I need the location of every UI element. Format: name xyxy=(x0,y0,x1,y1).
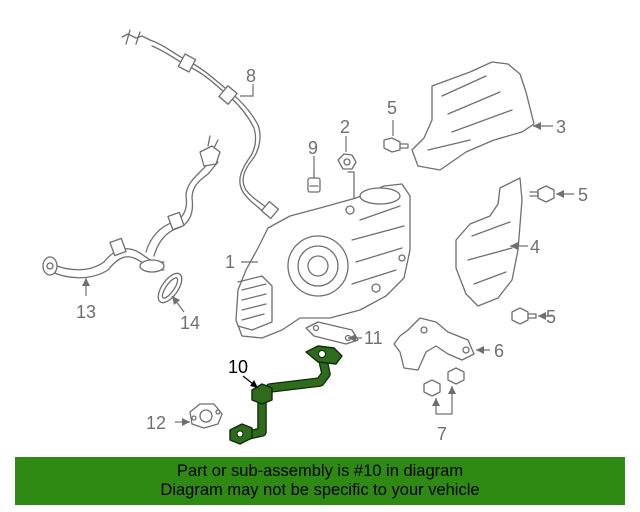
part-1-turbocharger[interactable] xyxy=(235,171,411,339)
callout-5-right-upper: 5 xyxy=(556,185,588,205)
svg-text:10: 10 xyxy=(228,357,248,377)
callout-14: 14 xyxy=(171,295,200,333)
svg-text:12: 12 xyxy=(146,413,166,433)
part-11-gasket[interactable] xyxy=(305,321,359,345)
svg-text:11: 11 xyxy=(364,328,383,348)
callout-13: 13 xyxy=(76,278,96,322)
callout-11: 11 xyxy=(348,328,383,348)
svg-text:3: 3 xyxy=(556,117,566,137)
callout-6: 6 xyxy=(476,341,504,361)
svg-text:5: 5 xyxy=(387,98,397,118)
svg-text:13: 13 xyxy=(76,302,96,322)
part-5-bolt-right-lower[interactable] xyxy=(511,307,537,325)
callout-3: 3 xyxy=(533,117,566,137)
svg-text:2: 2 xyxy=(340,117,350,137)
part-10-oil-return-tube[interactable] xyxy=(229,345,343,445)
callout-4: 4 xyxy=(510,237,540,257)
svg-text:7: 7 xyxy=(437,424,447,444)
part-4-heat-shield-lower[interactable] xyxy=(455,177,523,307)
parts-diagram: 8 9 2 5 3 5 xyxy=(42,29,588,445)
svg-text:8: 8 xyxy=(246,66,256,86)
part-9-bolt[interactable] xyxy=(307,171,321,193)
notice-banner: Part or sub-assembly is #10 in diagram D… xyxy=(15,457,625,505)
part-5-bolt-top[interactable] xyxy=(383,137,409,153)
part-3-heat-shield-upper[interactable] xyxy=(411,61,535,171)
part-14-seal-ring[interactable] xyxy=(154,269,187,306)
part-13-coolant-line[interactable] xyxy=(42,135,221,279)
notice-line-2: Diagram may not be specific to your vehi… xyxy=(160,481,480,499)
callout-5-top: 5 xyxy=(387,98,397,136)
notice-line-1: Part or sub-assembly is #10 in diagram xyxy=(176,462,464,480)
part-7-bolts[interactable] xyxy=(423,367,465,397)
svg-text:5: 5 xyxy=(578,185,588,205)
callout-8: 8 xyxy=(240,66,256,97)
part-6-bracket[interactable] xyxy=(393,317,475,371)
svg-text:14: 14 xyxy=(180,313,200,333)
callout-10: 10 xyxy=(228,357,259,389)
callout-12: 12 xyxy=(146,413,190,433)
part-8-oil-feed-line[interactable] xyxy=(121,29,280,220)
callout-2: 2 xyxy=(340,117,350,152)
part-12-gasket-flange[interactable] xyxy=(189,403,223,429)
svg-text:9: 9 xyxy=(308,138,318,158)
svg-text:1: 1 xyxy=(225,252,235,272)
part-2-nut[interactable] xyxy=(337,153,357,170)
svg-text:6: 6 xyxy=(494,341,504,361)
svg-text:4: 4 xyxy=(530,237,540,257)
svg-text:5: 5 xyxy=(546,307,556,327)
part-5-bolt-right-upper[interactable] xyxy=(529,185,555,203)
callout-7: 7 xyxy=(432,386,456,444)
callout-9: 9 xyxy=(308,138,318,172)
callout-1: 1 xyxy=(225,252,258,272)
callout-5-right-lower: 5 xyxy=(538,307,556,327)
